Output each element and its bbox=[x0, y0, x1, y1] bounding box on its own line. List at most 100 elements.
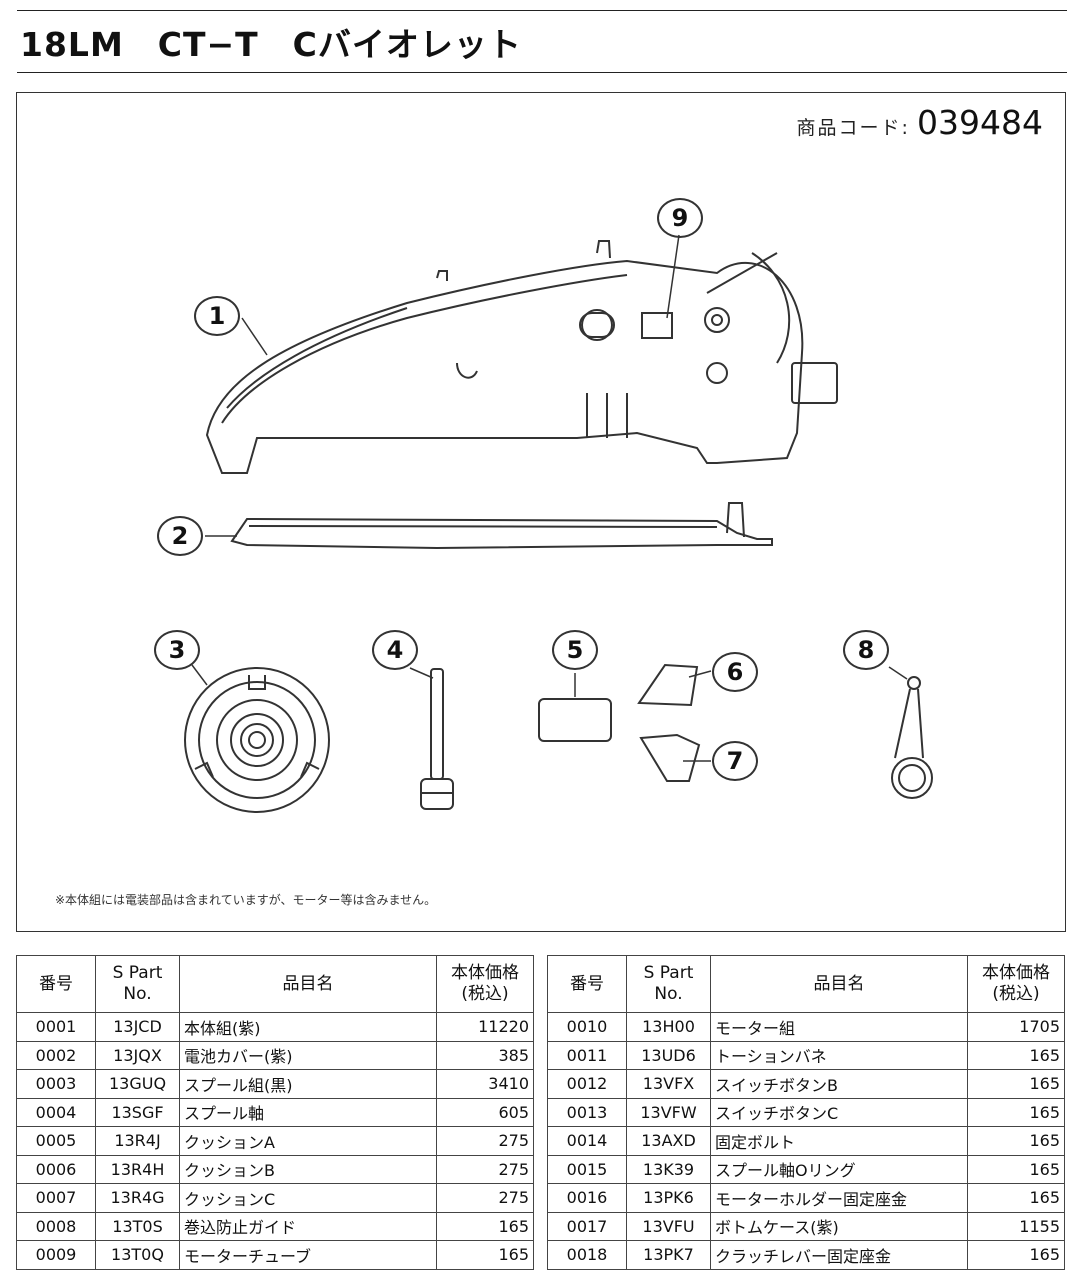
cell-no: 0008 bbox=[16, 1211, 96, 1241]
cell-price: 1705 bbox=[967, 1012, 1065, 1042]
cell-price: 165 bbox=[967, 1240, 1065, 1270]
cell-price: 275 bbox=[436, 1183, 534, 1213]
header-name: 品目名 bbox=[179, 955, 437, 1013]
callout-1: 1 bbox=[194, 296, 240, 336]
cell-part-no: 13R4J bbox=[95, 1126, 180, 1156]
callout-7: 7 bbox=[712, 741, 758, 781]
exploded-parts-diagram bbox=[184, 234, 933, 813]
cell-part-no: 13R4G bbox=[95, 1183, 180, 1213]
cell-part-no: 13K39 bbox=[626, 1154, 711, 1184]
cell-name: クッションB bbox=[179, 1154, 437, 1184]
header-price: 本体価格(税込) bbox=[967, 955, 1065, 1013]
cell-part-no: 13H00 bbox=[626, 1012, 711, 1042]
cell-name: クラッチレバー固定座金 bbox=[710, 1240, 968, 1270]
callout-9-label: 9 bbox=[671, 204, 689, 232]
cell-price: 11220 bbox=[436, 1012, 534, 1042]
part-7-cushion-c bbox=[639, 733, 701, 782]
header-price-line1: 本体価格 bbox=[982, 963, 1050, 983]
callout-4-label: 4 bbox=[386, 636, 404, 664]
part-1-body bbox=[205, 240, 838, 474]
cell-no: 0001 bbox=[16, 1012, 96, 1042]
cell-price: 3410 bbox=[436, 1069, 534, 1099]
cell-price: 165 bbox=[436, 1240, 534, 1270]
cell-part-no: 13AXD bbox=[626, 1126, 711, 1156]
callout-8-label: 8 bbox=[857, 636, 875, 664]
callout-3-label: 3 bbox=[168, 636, 186, 664]
cell-no: 0014 bbox=[547, 1126, 627, 1156]
callout-8: 8 bbox=[843, 630, 889, 670]
part-2-battery-cover bbox=[230, 502, 773, 550]
part-6-cushion-b bbox=[637, 663, 699, 707]
cell-no: 0006 bbox=[16, 1154, 96, 1184]
cell-price: 165 bbox=[967, 1069, 1065, 1099]
callout-3: 3 bbox=[154, 630, 200, 670]
callout-7-label: 7 bbox=[726, 747, 744, 775]
diagram-note: ※本体組には電装部品は含まれていますが、モーター等は含みません。 bbox=[55, 893, 437, 907]
cell-part-no: 13PK7 bbox=[626, 1240, 711, 1270]
callout-1-label: 1 bbox=[208, 302, 226, 330]
cell-price: 275 bbox=[436, 1154, 534, 1184]
cell-name: トーションバネ bbox=[710, 1040, 968, 1070]
cell-name: スプール組(黒) bbox=[179, 1069, 437, 1099]
cell-part-no: 13T0Q bbox=[95, 1240, 180, 1270]
callout-5: 5 bbox=[552, 630, 598, 670]
cell-price: 165 bbox=[967, 1097, 1065, 1127]
cell-part-no: 13PK6 bbox=[626, 1183, 711, 1213]
cell-name: 本体組(紫) bbox=[179, 1012, 437, 1042]
cell-no: 0009 bbox=[16, 1240, 96, 1270]
header-price-line1: 本体価格 bbox=[451, 963, 519, 983]
cell-part-no: 13T0S bbox=[95, 1211, 180, 1241]
cell-no: 0005 bbox=[16, 1126, 96, 1156]
cell-name: スプール軸Oリング bbox=[710, 1154, 968, 1184]
header-name: 品目名 bbox=[710, 955, 968, 1013]
cell-part-no: 13VFU bbox=[626, 1211, 711, 1241]
callout-6-label: 6 bbox=[726, 658, 744, 686]
cell-no: 0004 bbox=[16, 1097, 96, 1127]
cell-no: 0015 bbox=[547, 1154, 627, 1184]
cell-part-no: 13UD6 bbox=[626, 1040, 711, 1070]
cell-no: 0002 bbox=[16, 1040, 96, 1070]
cell-name: モーター組 bbox=[710, 1012, 968, 1042]
cell-part-no: 13VFX bbox=[626, 1069, 711, 1099]
cell-price: 165 bbox=[967, 1183, 1065, 1213]
page-title: 18LM CT−T Cバイオレット bbox=[20, 25, 522, 64]
part-5-cushion-a bbox=[538, 698, 612, 742]
cell-no: 0010 bbox=[547, 1012, 627, 1042]
cell-name: モーターチューブ bbox=[179, 1240, 437, 1270]
cell-price: 275 bbox=[436, 1126, 534, 1156]
callout-9: 9 bbox=[657, 198, 703, 238]
header-part-line1: S Part bbox=[112, 963, 163, 983]
cell-price: 165 bbox=[967, 1040, 1065, 1070]
header-part-line2: No. bbox=[123, 984, 152, 1004]
cell-part-no: 13R4H bbox=[95, 1154, 180, 1184]
cell-name: 巻込防止ガイド bbox=[179, 1211, 437, 1241]
header-price-line2: (税込) bbox=[992, 984, 1040, 1004]
cell-price: 165 bbox=[967, 1154, 1065, 1184]
product-code-label: 商品コード: bbox=[796, 117, 910, 139]
cell-no: 0012 bbox=[547, 1069, 627, 1099]
cell-name: 電池カバー(紫) bbox=[179, 1040, 437, 1070]
header-no: 番号 bbox=[547, 955, 627, 1013]
cell-no: 0011 bbox=[547, 1040, 627, 1070]
cell-name: クッションC bbox=[179, 1183, 437, 1213]
cell-part-no: 13VFW bbox=[626, 1097, 711, 1127]
